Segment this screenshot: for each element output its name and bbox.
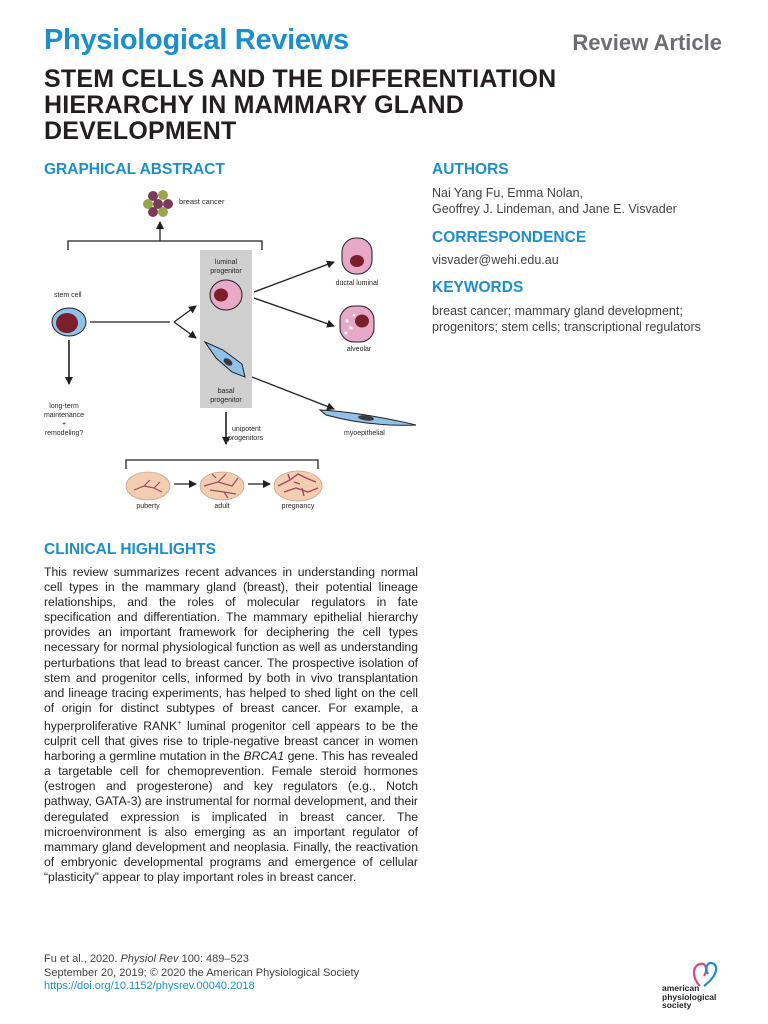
clinical-highlights-text: This review summarizes recent advances i… (44, 565, 418, 885)
label-unipotent-2: progenitors (228, 435, 264, 442)
graphical-abstract-diagram: breast cancer luminal progenitor basal p… (44, 190, 417, 510)
citation-volume: 100: 489–523 (178, 953, 249, 965)
label-long-term-3: + (62, 421, 66, 428)
logo-line-2: physiological (662, 991, 717, 1002)
citation-journal: Physiol Rev (120, 953, 179, 965)
highlights-part-2: luminal progenitor cell appears to be th… (44, 719, 418, 764)
label-basal-2: progenitor (210, 397, 242, 404)
authors-list: Nai Yang Fu, Emma Nolan, Geoffrey J. Lin… (432, 185, 677, 217)
correspondence-email[interactable]: visvader@wehi.edu.au (432, 253, 559, 267)
label-unipotent-1: unipotent (232, 426, 261, 433)
article-type: Review Article (572, 30, 722, 55)
label-long-term-2: maintenance (44, 412, 84, 419)
keywords-text: breast cancer; mammary gland development… (432, 304, 701, 334)
gene-name: BRCA1 (243, 749, 285, 764)
label-basal-1: basal (218, 388, 235, 395)
label-alveolar: alveolar (347, 346, 372, 353)
puberty-gland (125, 471, 171, 501)
article-title: STEM CELLS AND THE DIFFERENTIATION HIERA… (44, 65, 557, 145)
authors-line-2: Geoffrey J. Lindeman, and Jane E. Visvad… (432, 202, 677, 216)
doi-link[interactable]: https://doi.org/10.1152/physrev.00040.20… (44, 980, 255, 992)
citation-dates: September 20, 2019; © 2020 the American … (44, 966, 360, 979)
aps-logo-icon (692, 961, 718, 987)
label-adult: adult (214, 503, 229, 510)
logo-line-3: society (662, 1000, 692, 1011)
journal-name: Physiological Reviews (44, 24, 349, 56)
label-long-term-4: remodeling? (45, 430, 84, 437)
luminal-nucleus (214, 288, 228, 302)
footer-citation: Fu et al., 2020. Physiol Rev 100: 489–52… (44, 953, 359, 994)
label-stem-cell: stem cell (54, 292, 82, 299)
logo-line-1: american (662, 983, 700, 993)
label-myoepithelial: myoepithelial (344, 430, 385, 437)
label-puberty: puberty (136, 503, 160, 510)
highlights-part-1: This review summarizes recent advances i… (44, 565, 418, 733)
label-breast-cancer: breast cancer (179, 197, 225, 206)
highlights-part-3: gene. This has revealed a targetable cel… (44, 749, 419, 884)
progenitor-panel (200, 250, 252, 408)
clinical-highlights-heading: CLINICAL HIGHLIGHTS (44, 541, 216, 558)
label-pregnancy: pregnancy (282, 503, 315, 510)
aps-logo-text: american physiological society (662, 984, 716, 1010)
pregnancy-gland (273, 470, 323, 502)
label-long-term-1: long-term (49, 403, 79, 410)
authors-heading: AUTHORS (432, 161, 509, 178)
label-ductal-luminal: ductal luminal (336, 280, 379, 287)
keywords-heading: KEYWORDS (432, 279, 524, 296)
correspondence-heading: CORRESPONDENCE (432, 229, 587, 246)
authors-line-1: Nai Yang Fu, Emma Nolan, (432, 186, 583, 200)
graphical-abstract-heading: GRAPHICAL ABSTRACT (44, 161, 225, 178)
breast-cancer-cluster (143, 190, 173, 217)
citation-line: Fu et al., 2020. Physiol Rev 100: 489–52… (44, 953, 359, 967)
label-luminal-2: progenitor (210, 268, 242, 275)
label-luminal-1: luminal (215, 259, 238, 266)
citation-authors: Fu et al., 2020. (44, 953, 121, 965)
rank-superscript: + (177, 719, 182, 727)
adult-gland (199, 471, 245, 501)
